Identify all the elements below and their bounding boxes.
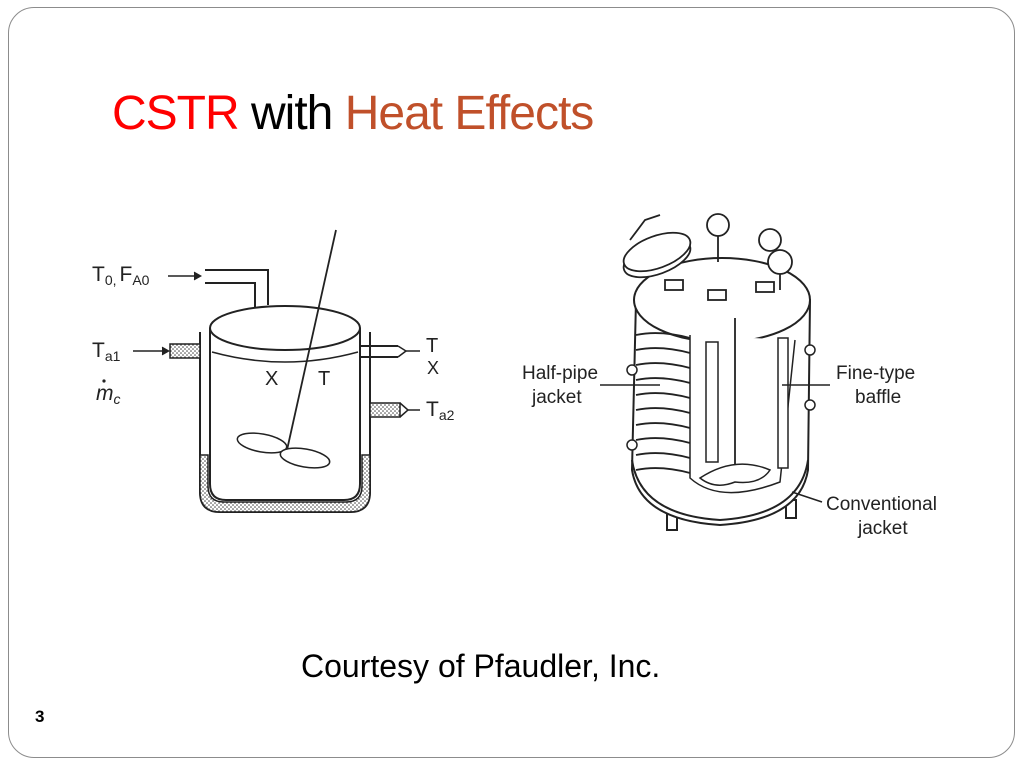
slide-frame [8,7,1015,758]
cooling-jacket [199,332,371,513]
baffle [777,337,789,469]
impeller-blade [279,447,331,469]
label-outlet-conversion: X [427,358,439,378]
label-half-pipe-line1: Half-pipe [522,363,598,384]
label-temperature-inside: T [318,368,330,390]
page-number: 3 [35,707,45,726]
coolant-outlet-nozzle [369,402,401,418]
pfaudler-vessel [600,213,830,531]
label-conventional-line1: Conventional [826,494,937,515]
feed-pipe [205,269,269,307]
mass-flow-dot [102,379,106,383]
label-conversion-inside: X [265,368,278,390]
head-nozzles [622,213,793,301]
slide-title: CSTR with Heat Effects [112,86,595,141]
coolant-inlet-nozzle [169,343,201,359]
reactor-vessel [209,328,361,501]
label-coolant-inlet: Ta1 [92,339,121,364]
half-pipe-coils [635,332,691,474]
label-half-pipe-line2: jacket [531,387,582,408]
vessel-top [209,305,361,351]
label-fine-baffle-line1: Fine-type [836,363,915,384]
label-conventional-line2: jacket [857,518,908,539]
image-credit: Courtesy of Pfaudler, Inc. [301,648,661,684]
title-cstr: CSTR [112,87,240,140]
schematic-labels: T0,FA0 Ta1 mc X T T X Ta2 [92,263,455,423]
title-heat-effects: Heat Effects [344,87,595,140]
product-outlet-pipe [360,345,398,358]
impeller-blade [236,432,288,454]
title-with: with [238,87,345,140]
impeller [698,463,772,486]
agitator-shaft [286,229,337,451]
label-coolant-outlet: Ta2 [426,398,455,423]
label-feed: T0,FA0 [92,263,150,288]
label-fine-baffle-line2: baffle [855,387,901,408]
cstr-schematic [133,229,420,513]
label-mass-flow: mc [96,382,121,407]
baffle [705,341,719,463]
label-outlet-temperature: T [426,335,438,357]
vessel-labels: Half-pipe jacket Fine-type baffle Conven… [522,363,937,539]
